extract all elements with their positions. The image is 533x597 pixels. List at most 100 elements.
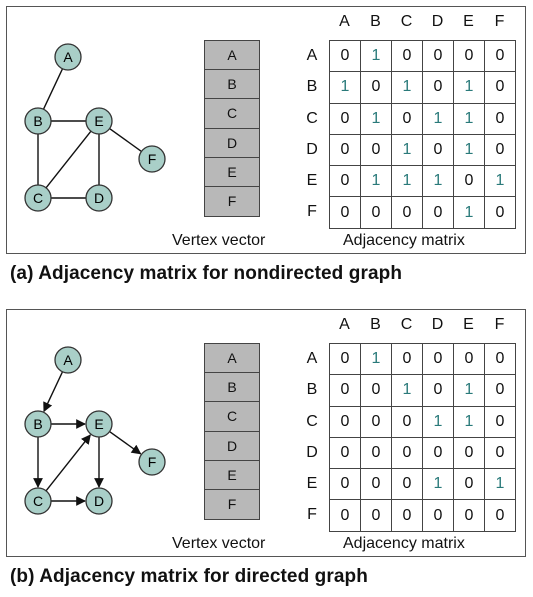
node-F: F <box>138 448 166 476</box>
node-E: E <box>85 410 113 438</box>
node-D: D <box>85 487 113 515</box>
matrix-cell: 1 <box>422 165 454 198</box>
matrix-cell: 0 <box>360 436 392 470</box>
matrix-cell: 0 <box>391 342 423 376</box>
edge-E-F <box>109 431 142 455</box>
matrix-cell: 0 <box>422 133 454 167</box>
matrix-cell: 0 <box>329 436 361 470</box>
matrix-cell: 0 <box>453 165 485 198</box>
adjacency-matrix-caption: Adjacency matrix <box>343 232 465 249</box>
caption-nondirected: (a) Adjacency matrix for nondirected gra… <box>10 263 403 284</box>
matrix-cell: 0 <box>360 71 392 104</box>
matrix-cell: 1 <box>422 405 454 438</box>
column-header: C <box>400 316 413 333</box>
matrix-cell: 0 <box>329 102 361 135</box>
row-header: B <box>306 381 318 399</box>
matrix-cell: 0 <box>484 196 516 229</box>
matrix-cell: 0 <box>484 499 516 532</box>
column-header: C <box>400 13 413 30</box>
matrix-cell: 0 <box>391 196 423 229</box>
node-A: A <box>54 346 82 374</box>
vertex-vector-caption: Vertex vector <box>172 232 266 249</box>
matrix-cell: 0 <box>422 436 454 470</box>
matrix-cell: 1 <box>360 102 392 135</box>
matrix-cell: 0 <box>329 468 361 501</box>
matrix-cell: 0 <box>422 196 454 229</box>
matrix-cell: 0 <box>422 39 454 73</box>
matrix-cell: 0 <box>484 436 516 470</box>
vertex-vector-cell: B <box>205 373 259 403</box>
edge-C-E <box>45 130 92 189</box>
vertex-vector-cell: A <box>205 41 259 71</box>
column-header: E <box>463 316 474 333</box>
matrix-cell: 1 <box>422 468 454 501</box>
node-D: D <box>85 184 113 212</box>
matrix-cell: 0 <box>391 468 423 501</box>
matrix-cell: 0 <box>360 468 392 501</box>
matrix-cell: 1 <box>484 165 516 198</box>
matrix-cell: 0 <box>329 374 361 407</box>
svg-text:F: F <box>148 151 157 167</box>
vertex-vector-cell: C <box>205 402 259 432</box>
edge-A-B <box>42 68 64 110</box>
matrix-cell: 1 <box>360 39 392 73</box>
column-header: B <box>370 13 381 30</box>
matrix-cell: 0 <box>329 405 361 438</box>
matrix-cell: 0 <box>391 436 423 470</box>
edge-E-F <box>109 128 142 152</box>
svg-text:C: C <box>33 493 43 509</box>
row-header: F <box>307 203 317 221</box>
node-F: F <box>138 145 166 173</box>
row-header: E <box>306 172 318 190</box>
matrix-cell: 0 <box>484 102 516 135</box>
vertex-vector-caption: Vertex vector <box>172 535 266 552</box>
matrix-cell: 1 <box>422 102 454 135</box>
matrix-cell: 1 <box>453 196 485 229</box>
vertex-vector-cell: E <box>205 158 259 187</box>
edge-C-E <box>45 434 91 492</box>
row-header: D <box>306 443 318 461</box>
column-header: A <box>339 316 350 333</box>
vertex-vector-cell: E <box>205 461 259 490</box>
svg-text:E: E <box>94 416 103 432</box>
matrix-cell: 1 <box>391 165 423 198</box>
node-A: A <box>54 43 82 71</box>
row-header: A <box>306 47 318 64</box>
matrix-cell: 1 <box>391 374 423 407</box>
node-C: C <box>24 184 52 212</box>
matrix-cell: 0 <box>329 342 361 376</box>
column-header: B <box>370 316 381 333</box>
row-header: F <box>307 506 317 524</box>
matrix-cell: 0 <box>391 102 423 135</box>
vertex-vector-cell: A <box>205 344 259 374</box>
row-header: C <box>306 109 318 127</box>
matrix-cell: 0 <box>484 374 516 407</box>
svg-text:D: D <box>94 190 104 206</box>
column-header: D <box>431 316 444 333</box>
matrix-cell: 0 <box>391 39 423 73</box>
matrix-cell: 0 <box>453 39 485 73</box>
vertex-vector-cell: D <box>205 432 259 461</box>
row-header: C <box>306 412 318 430</box>
matrix-cell: 0 <box>360 374 392 407</box>
matrix-cell: 0 <box>453 342 485 376</box>
matrix-cell: 1 <box>453 71 485 104</box>
matrix-cell: 1 <box>391 133 423 167</box>
matrix-cell: 1 <box>391 71 423 104</box>
caption-directed: (b) Adjacency matrix for directed graph <box>10 566 368 587</box>
